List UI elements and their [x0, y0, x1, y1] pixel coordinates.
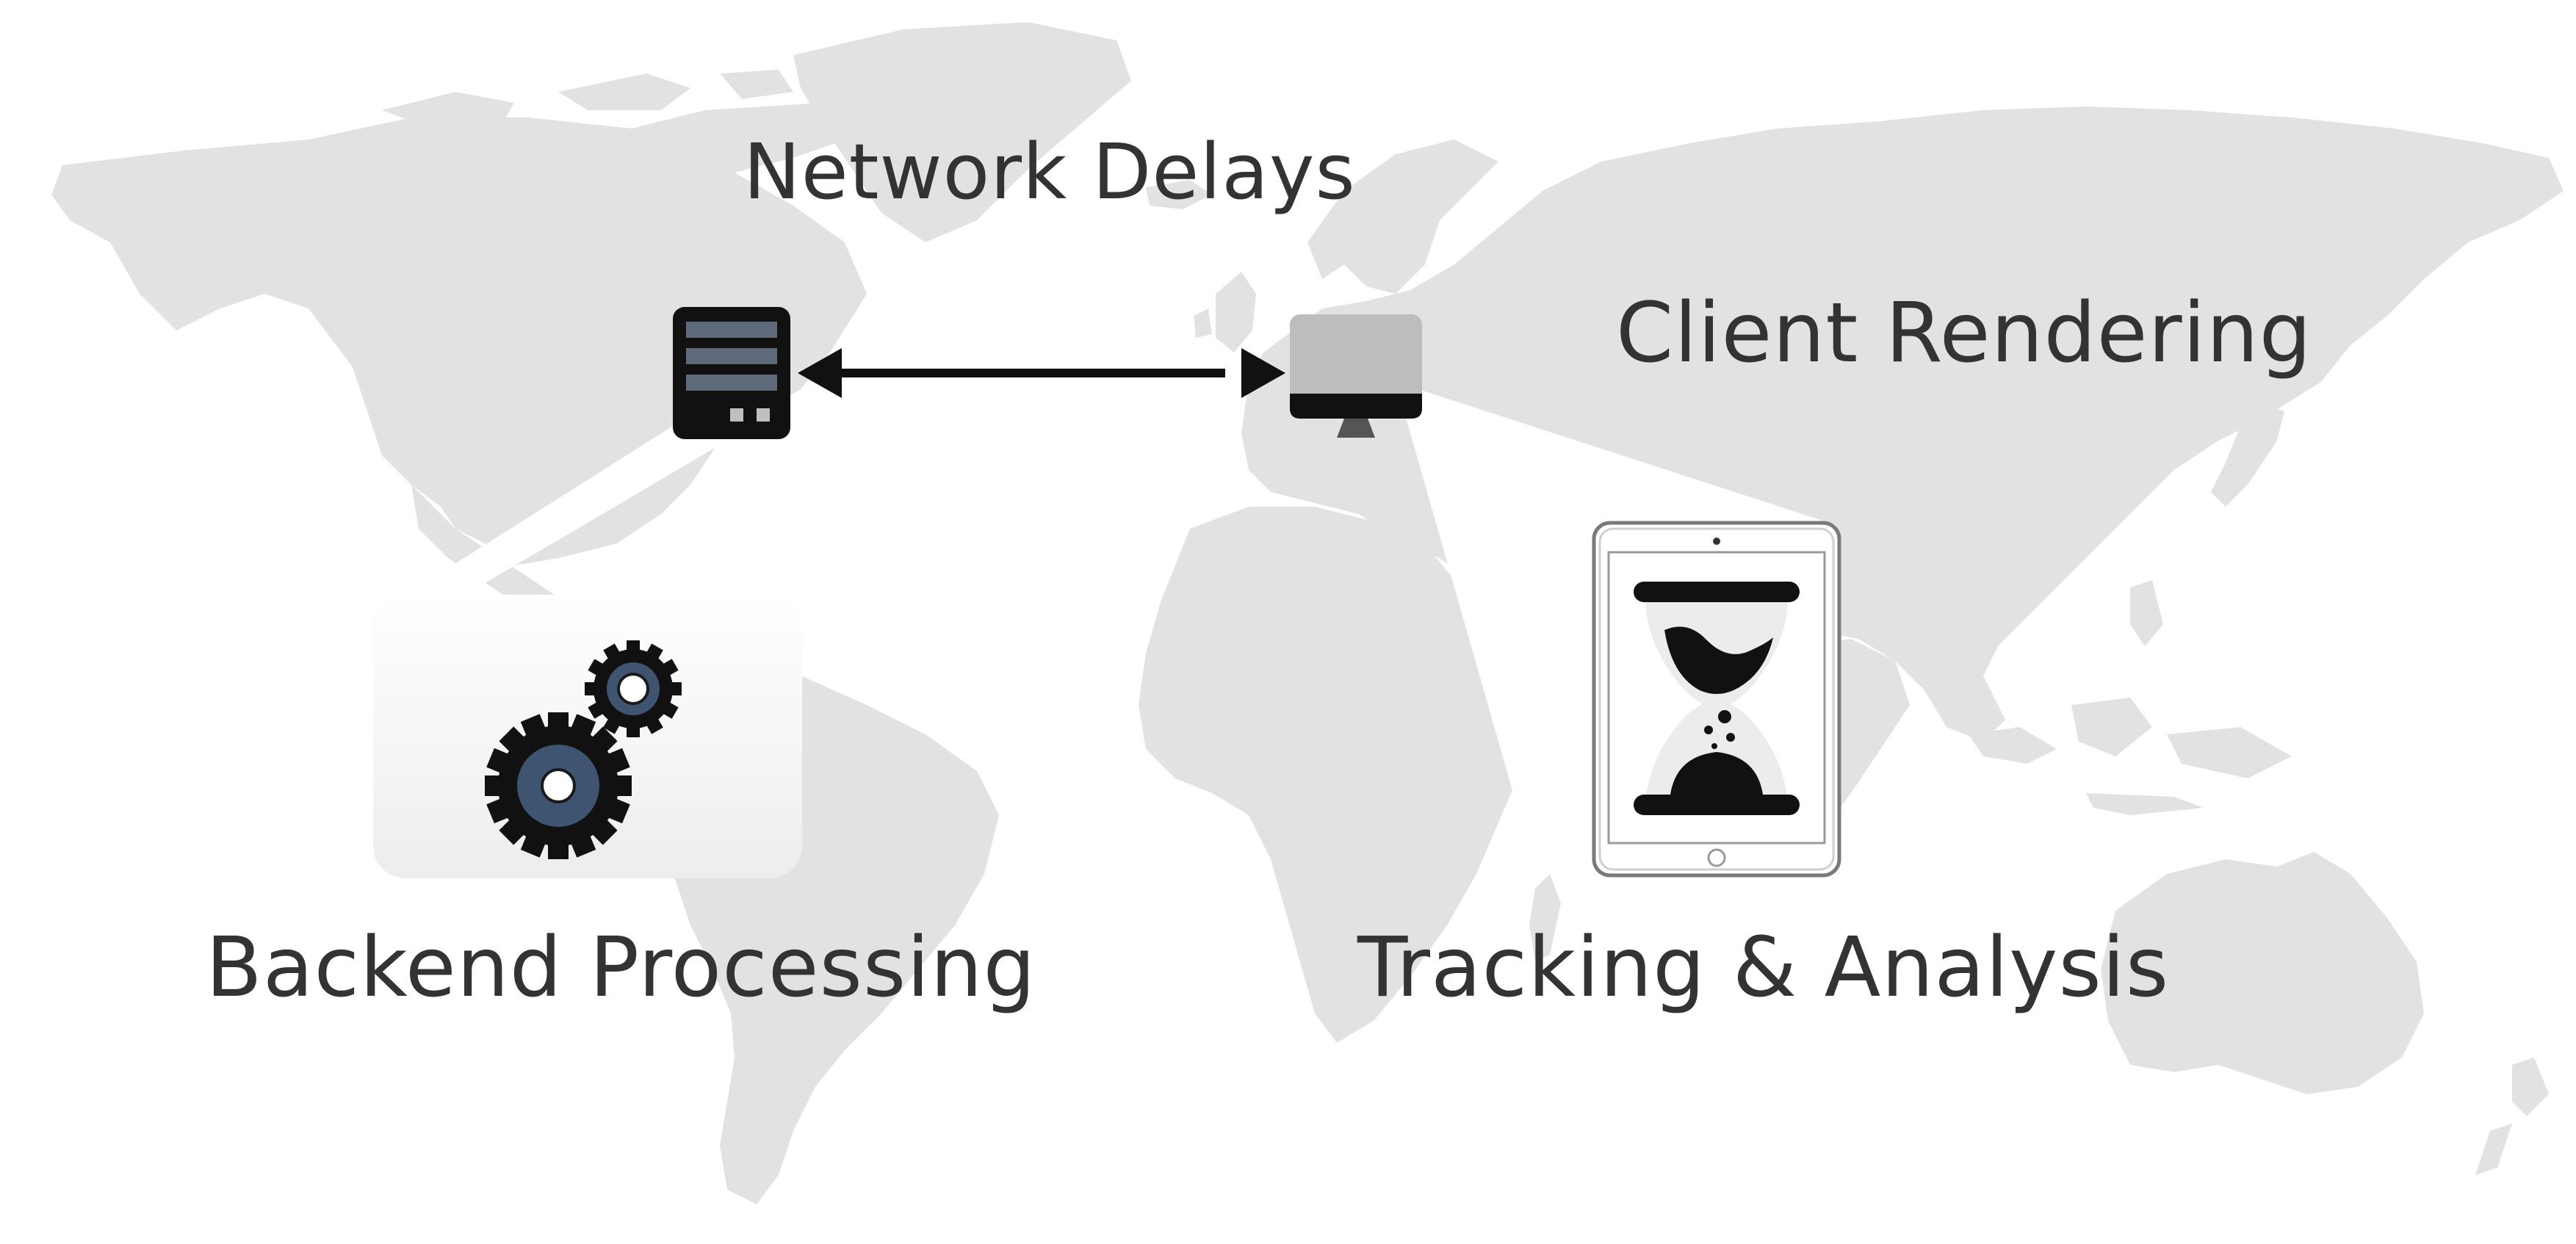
monitor-icon	[1290, 314, 1422, 438]
network-delays-label: Network Delays	[743, 127, 1356, 217]
tracking-analysis-label: Tracking & Analysis	[1357, 920, 2170, 1016]
server-icon	[673, 307, 790, 439]
backend-processing-label: Backend Processing	[206, 920, 1036, 1016]
map-madagascar	[1529, 874, 1561, 962]
backend-connector-wedge	[441, 415, 749, 587]
map-greenland	[793, 22, 1131, 242]
double-arrow-icon	[798, 348, 1285, 398]
hourglass-tablet-icon	[1592, 521, 1841, 878]
map-australia	[2101, 852, 2424, 1094]
gears-icon	[485, 640, 682, 859]
client-rendering-label: Client Rendering	[1616, 286, 2312, 381]
map-se-asia-islands	[1969, 580, 2292, 815]
map-iceland	[1146, 180, 1212, 209]
map-africa	[1139, 507, 1565, 1043]
map-scandinavia	[1307, 140, 1498, 294]
map-british-isles	[1194, 272, 1256, 352]
hourglass-icon	[1634, 582, 1800, 815]
map-japan	[2211, 404, 2284, 507]
map-arctic-islands	[382, 70, 793, 132]
map-new-zealand	[2475, 1057, 2549, 1175]
